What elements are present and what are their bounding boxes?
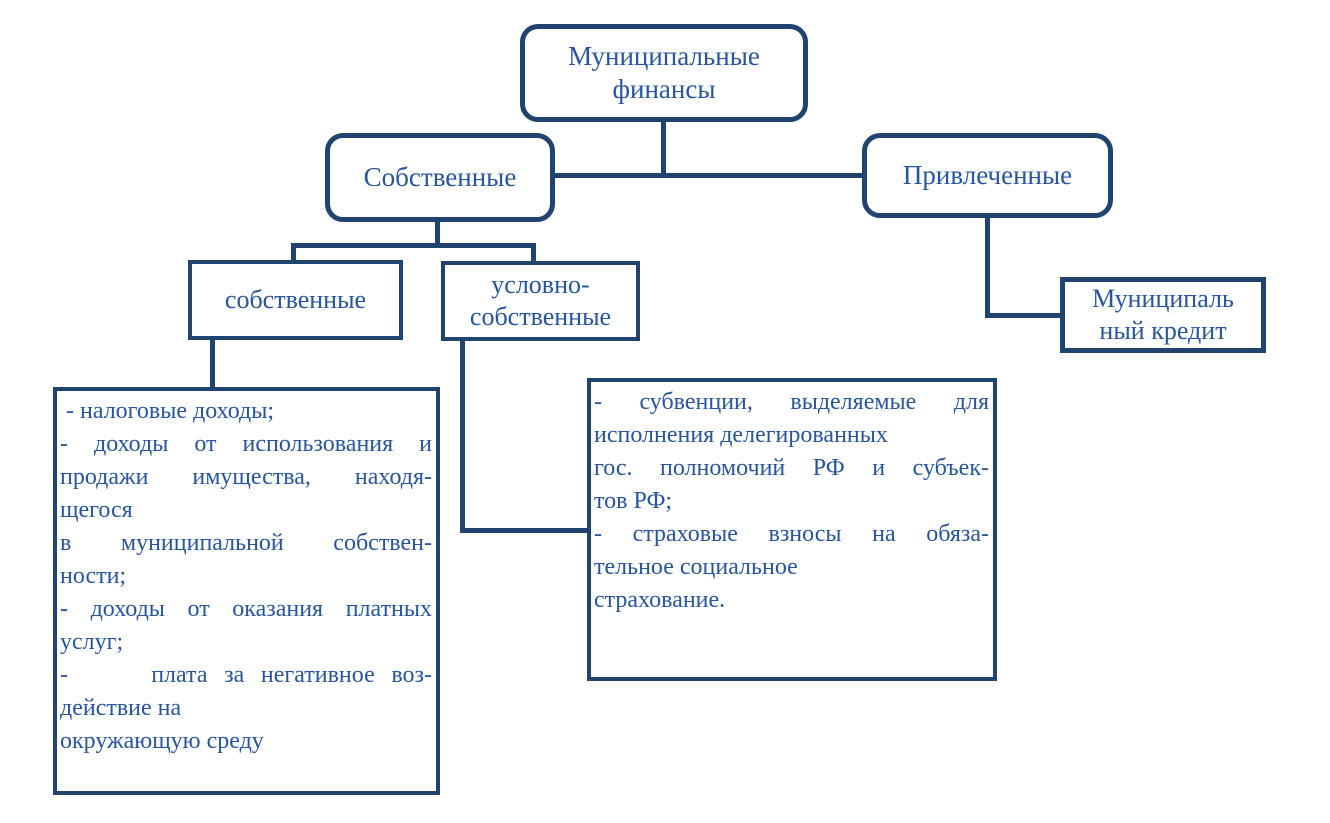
connector-root-vertical — [661, 122, 666, 177]
connector-conditional-down — [460, 339, 465, 533]
text-line: - субвенции, выделяемые для — [594, 389, 989, 415]
text-line: услуг; — [60, 629, 124, 655]
conditional-own-box: условно- собственные — [441, 261, 640, 341]
connector-level2-rail — [553, 173, 864, 178]
text-line: тов РФ; — [594, 488, 673, 514]
attracted-sources-box: Привлеченные — [862, 133, 1113, 218]
municipal-credit-box: Муниципаль ный кредит — [1060, 277, 1266, 353]
text-line: щегося — [60, 497, 133, 523]
text-line: тельное социальное — [594, 554, 798, 580]
text-line: окружающую среду — [60, 728, 264, 754]
root-box-municipal-finances: Муниципальные финансы — [520, 24, 808, 122]
text-line: действие на — [60, 695, 182, 721]
text-line: продажи имущества, находя- — [60, 464, 432, 490]
own-sub-box: собственные — [188, 260, 403, 340]
text-line: - доходы от использования и — [60, 431, 432, 457]
text-line: - страховые взносы на обяза- — [594, 521, 989, 547]
text-line: - доходы от оказания платных — [60, 596, 432, 622]
connector-level3-rail — [291, 243, 536, 248]
text-line: страхование. — [594, 587, 726, 613]
text-line: - налоговые доходы; — [60, 398, 275, 424]
connector-attracted-elbow — [985, 313, 1062, 318]
own-sources-box: Собственные — [325, 133, 555, 222]
connector-ownsub-to-detail — [210, 338, 215, 389]
text-line: - плата за негативное воз- — [60, 662, 432, 688]
own-sources-detail-box: - налоговые доходы; - доходы от использов… — [53, 387, 440, 795]
connector-level3-rail-left-drop — [291, 243, 296, 262]
text-line: гос. полномочий РФ и субъек- — [594, 455, 989, 481]
text-line: исполнения делегированных — [594, 422, 888, 448]
connector-level3-rail-right-drop — [531, 243, 536, 263]
text-line: ности; — [60, 563, 127, 589]
connector-own-vertical — [435, 220, 440, 247]
text-line: в муниципальной собствен- — [60, 530, 432, 556]
connector-attracted-vertical — [985, 216, 990, 318]
connector-conditional-elbow — [460, 528, 589, 533]
conditional-sources-detail-box: - субвенции, выделяемые для исполнения де… — [587, 378, 997, 681]
